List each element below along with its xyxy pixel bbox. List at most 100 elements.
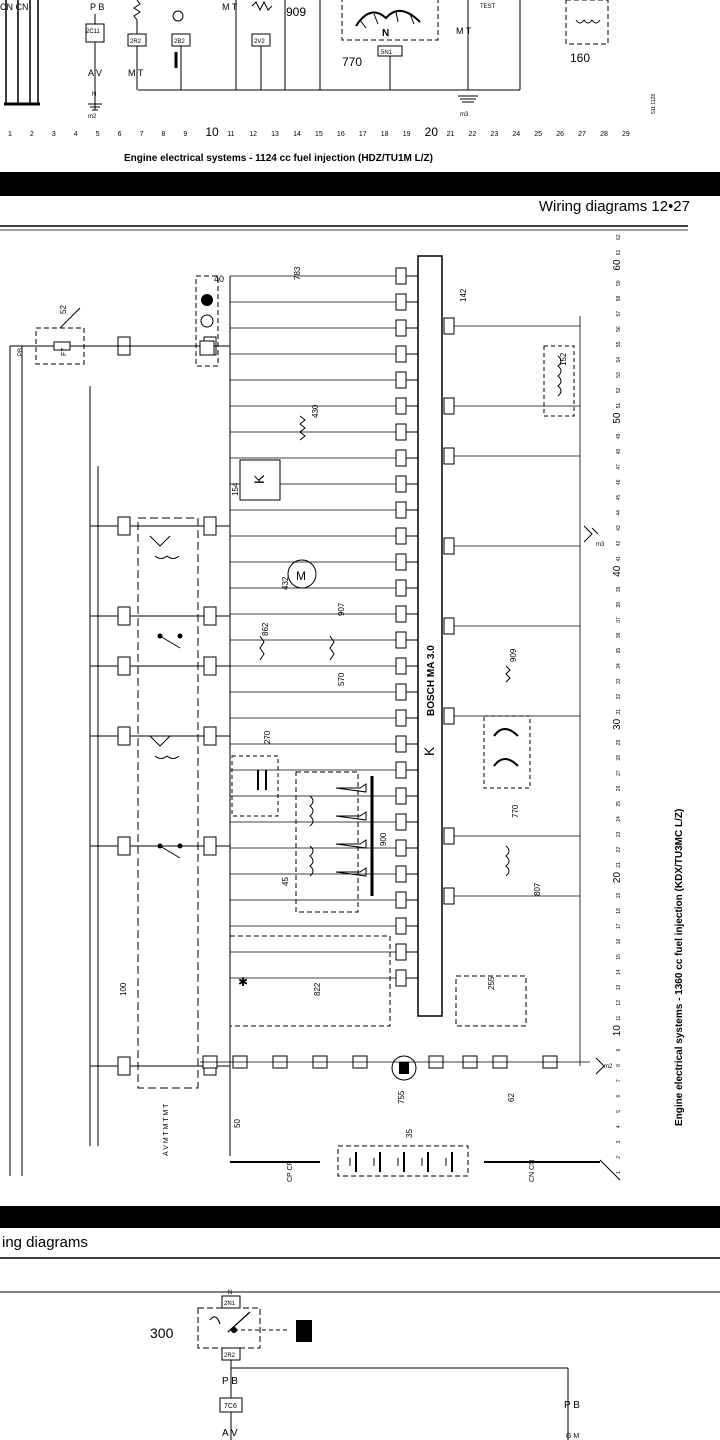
top-grid-number: 22 [469,131,477,138]
main-grid-number: 2 [616,1156,622,1159]
component-432-motor [287,559,317,589]
top-grid-number: 26 [556,131,564,138]
component-62: 62 [507,1093,516,1102]
ecu-pin [395,397,407,415]
ecu-pin [395,319,407,337]
ecu-pin [395,527,407,545]
ecu-pin [395,579,407,597]
top-grid-number: 16 [337,131,345,138]
ecu-pin-right [443,397,455,415]
relay-connector [203,656,217,676]
top-grid-number: 8 [162,131,166,138]
top-grid-number: 20 [425,125,439,139]
ecu-pin [395,267,407,285]
top-wire-label-av: A V [88,68,102,78]
wire-label-cpcp: CP CP [287,1160,294,1182]
main-grid-number: 33 [616,678,622,684]
ecu-pin [395,475,407,493]
bottom-connector-2n1: 2N1 [224,1301,236,1307]
top-grid-number: 3 [52,131,56,138]
top-connector-2r2-label: 2R2 [130,39,142,45]
component-300: 300 [150,1325,174,1341]
ecu-pin [395,943,407,961]
ground-m2: m2 [604,1064,613,1070]
bottom-page-header: ing diagrams [2,1234,88,1251]
component-783: 783 [293,266,302,280]
ecu-pin [395,631,407,649]
ecu-bosch-box [417,255,443,1017]
fuse-f7: F7 [61,348,68,356]
wire-label-cncn: CN CN [529,1160,536,1182]
top-wire-label-mt3: M T [456,26,472,36]
main-grid-number: 17 [616,923,622,929]
main-grid-number: 11 [616,1015,622,1020]
ecu-pin [395,657,407,675]
top-grid-number: 5 [96,131,100,138]
side-caption: Engine electrical systems - 1360 cc fuel… [674,808,685,1126]
main-grid-number: 55 [616,341,622,347]
top-wire-label-cn: CN CN [0,2,29,12]
battery-35-box [337,1145,469,1177]
main-grid-number: 25 [616,801,622,807]
main-grid-number: 56 [616,326,622,332]
ecu-pin-connectors [395,267,455,987]
main-grid-number: 49 [616,433,622,439]
main-grid-number: 48 [616,449,622,455]
top-grid-number: 9 [183,131,187,138]
top-component-770: 770 [342,55,362,69]
main-grid-number: 60 [612,259,623,271]
main-grid-number: 44 [616,510,622,516]
bottom-wire-label-pb: P B [222,1376,238,1387]
main-grid-number: 20 [612,872,623,884]
top-grid-number: 18 [381,131,389,138]
bottom-wire-label-pb2: P B [564,1400,580,1411]
top-connector-2v2-label: 2V2 [254,39,265,45]
relay-connector [203,726,217,746]
main-grid-number: 37 [616,617,622,623]
component-154: 154 [231,482,240,496]
main-grid-number: 10 [612,1025,623,1037]
top-grid-number: 28 [600,131,608,138]
main-grid-number: 7 [616,1079,622,1082]
left-connector [117,516,131,536]
top-grid-number: 29 [622,131,630,138]
top-grid-number: 27 [578,131,586,138]
component-822-box [229,935,391,1027]
top-ground-m2: m2 [88,114,97,120]
component-770-box [483,715,531,789]
top-connector-5n1-label: 5N1 [381,50,393,56]
top-grid-number: 10 [205,125,219,139]
main-grid-number: 47 [616,464,622,470]
top-wiring-diagram: CN CN P B 2C11 A V N m2 2R2 M T 2B2 M T … [0,0,657,139]
bottom-connector-2r2: 2R2 [224,1353,236,1359]
left-connector [117,836,131,856]
bottom-wire-label-n: N [228,1290,232,1296]
component-822-symbol: ✱ [238,975,248,989]
main-grid-number: 24 [616,816,622,822]
top-variable-resistor [251,0,273,12]
relay-connector [203,836,217,856]
top-grid-number: 1 [8,131,12,138]
ecu-pin [395,735,407,753]
component-770: 770 [511,804,520,818]
top-stepper-n-label: N [382,28,389,39]
main-grid-number: 12 [616,1000,622,1006]
top-test-label: TEST [480,4,496,10]
component-142: 142 [459,288,468,302]
ground-m3: m3 [596,542,605,548]
main-grid-number: 50 [612,412,623,424]
main-grid-number: 6 [616,1094,622,1097]
component-152-box [543,345,575,417]
main-grid-number: 31 [616,709,622,715]
ecu-pin-right [443,617,455,635]
top-grid-number: 6 [118,131,122,138]
bottom-diagram-panel: ing diagrams N 2N1 300 2R2 P B 7C6 A V P… [0,1228,720,1440]
ignition-coil-box [295,771,359,913]
main-grid-number: 35 [616,648,622,654]
main-grid-number: 19 [616,893,622,899]
wire-label-pb: PB [18,348,24,356]
main-grid-number: 58 [616,295,622,301]
component-822: 822 [313,982,322,996]
component-255: 255 [487,976,496,990]
